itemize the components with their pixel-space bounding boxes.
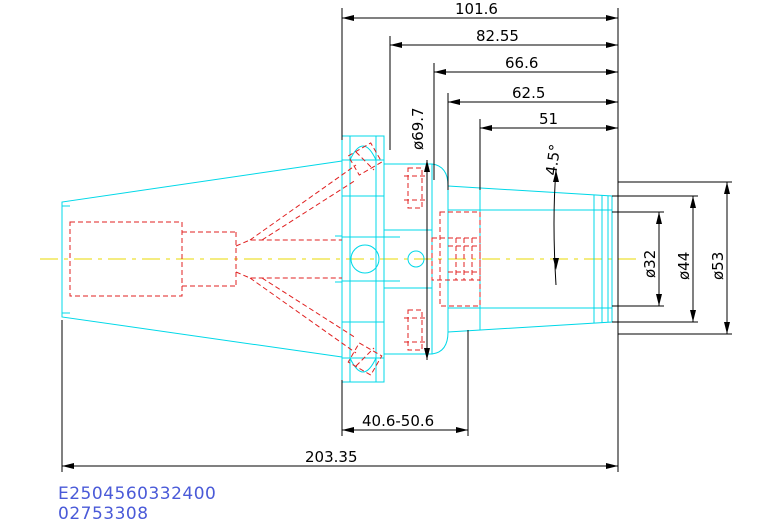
dim-40-6-50-6: 40.6-50.6 xyxy=(362,412,434,430)
dim-dia-69-7: ø69.7 xyxy=(409,107,427,150)
drawing-code-line-1: E2504560332400 xyxy=(58,484,217,504)
dim-66-6: 66.6 xyxy=(505,54,538,72)
dim-82-55: 82.55 xyxy=(476,27,519,45)
holder-outline xyxy=(61,135,613,383)
dim-angle-4-5: 4.5° xyxy=(542,143,564,177)
drawing-code-line-2: 02753308 xyxy=(58,504,149,524)
dim-203-35: 203.35 xyxy=(305,448,358,466)
dim-dia-44: ø44 xyxy=(675,252,693,280)
dim-101-6: 101.6 xyxy=(455,0,498,18)
dim-dia-53: ø53 xyxy=(709,252,727,280)
dimension-lines xyxy=(61,8,732,472)
dim-62-5: 62.5 xyxy=(512,84,545,102)
arrowheads xyxy=(62,15,730,469)
hidden-lines xyxy=(69,142,481,376)
dim-dia-32: ø32 xyxy=(641,250,659,278)
dim-51: 51 xyxy=(539,110,558,128)
